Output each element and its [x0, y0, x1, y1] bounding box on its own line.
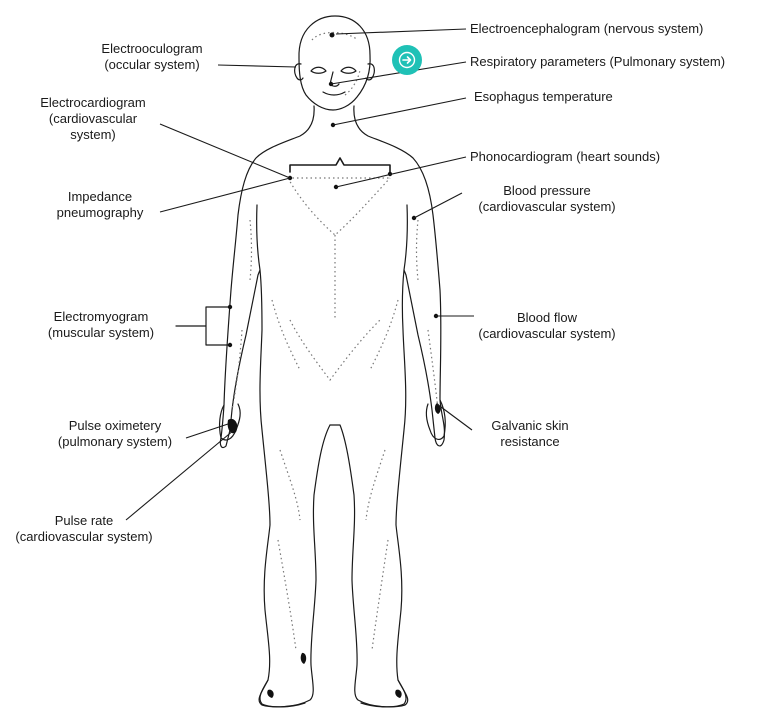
label-eog-line2: (occular system) — [104, 57, 200, 72]
figure-head — [298, 15, 371, 111]
leader-eog — [217, 64, 297, 68]
figure-hand-right — [425, 399, 446, 440]
label-blood-flow: Blood flow (cardiovascular system) — [462, 310, 632, 342]
label-esophagus-temperature: Esophagus temperature — [474, 89, 613, 105]
figure-inner-arm-right — [403, 204, 408, 271]
label-flow-line1: Blood flow — [517, 310, 577, 325]
label-resp-text: Respiratory parameters (Pulmonary system… — [470, 54, 726, 69]
next-arrow-button[interactable] — [392, 45, 422, 75]
label-electrocardiogram: Electrocardiogram (cardiovascular system… — [32, 95, 154, 143]
label-electrooculogram: Electrooculogram (occular system) — [88, 41, 216, 73]
arrow-right-icon — [398, 51, 416, 69]
figure-body-right — [329, 105, 446, 708]
label-eog-line1: Electrooculogram — [101, 41, 203, 56]
leader-esoph — [332, 97, 467, 126]
label-imped-line1: Impedance — [67, 189, 133, 204]
label-emg-line1: Electromyogram — [53, 309, 149, 324]
label-pulse-rate: Pulse rate (cardiovascular system) — [0, 513, 168, 545]
label-bp-line1: Blood pressure — [503, 183, 591, 198]
leader-eeg — [335, 28, 467, 35]
label-eeg-text: Electroencephalogram (nervous system) — [470, 21, 704, 36]
figure-foot-left — [259, 679, 306, 708]
label-pulse-line2: (cardiovascular system) — [15, 529, 153, 544]
label-blood-pressure: Blood pressure (cardiovascular system) — [462, 183, 632, 215]
label-galvanic-skin-resistance: Galvanic skin resistance — [472, 418, 588, 450]
label-phonocardiogram: Phonocardiogram (heart sounds) — [470, 149, 660, 165]
figure-hand-left — [218, 403, 241, 441]
emg-bracket — [175, 306, 231, 346]
leader-pulse — [125, 429, 235, 521]
label-esoph-text: Esophagus temperature — [474, 89, 613, 104]
label-gsr-line2: resistance — [500, 434, 560, 449]
leader-ecg — [159, 123, 291, 179]
figure-body-left — [219, 105, 331, 708]
label-gsr-line1: Galvanic skin — [491, 418, 569, 433]
leader-resp — [330, 61, 467, 85]
leader-pcg — [335, 156, 467, 188]
label-emg-line2: (muscular system) — [47, 325, 155, 340]
label-ecg-line1: Electrocardiogram — [40, 95, 146, 110]
leader-ox — [185, 423, 229, 439]
label-ox-line1: Pulse oximetery — [68, 418, 162, 433]
figure-eye-right — [340, 66, 357, 74]
label-flow-line2: (cardiovascular system) — [478, 326, 616, 341]
label-ox-line2: (pulmonary system) — [57, 434, 173, 449]
figure-eye-left — [310, 66, 327, 74]
label-ecg-line2: (cardiovascular — [48, 111, 138, 126]
leader-gsr — [436, 403, 473, 431]
collar-bracket — [289, 157, 391, 173]
figure-ear-left — [294, 63, 304, 81]
label-imped-line2: pneumography — [56, 205, 144, 220]
label-ecg-line3: system) — [70, 127, 116, 142]
leader-bp — [413, 192, 463, 219]
label-impedance-pneumography: Impedance pneumography — [44, 189, 156, 221]
label-pcg-text: Phonocardiogram (heart sounds) — [470, 149, 661, 164]
figure-mouth — [322, 91, 346, 96]
figure-inner-arm-left — [256, 204, 261, 271]
label-pulse-line1: Pulse rate — [54, 513, 114, 528]
label-pulse-oximetry: Pulse oximetery (pulmonary system) — [44, 418, 186, 450]
label-respiratory-parameters: Respiratory parameters (Pulmonary system… — [470, 54, 725, 70]
label-bp-line2: (cardiovascular system) — [478, 199, 616, 214]
figure-ear-right — [365, 63, 375, 81]
figure-foot-right — [360, 679, 407, 708]
label-electroencephalogram: Electroencephalogram (nervous system) — [470, 21, 703, 37]
leader-imped — [159, 177, 291, 213]
label-electromyogram: Electromyogram (muscular system) — [36, 309, 166, 341]
